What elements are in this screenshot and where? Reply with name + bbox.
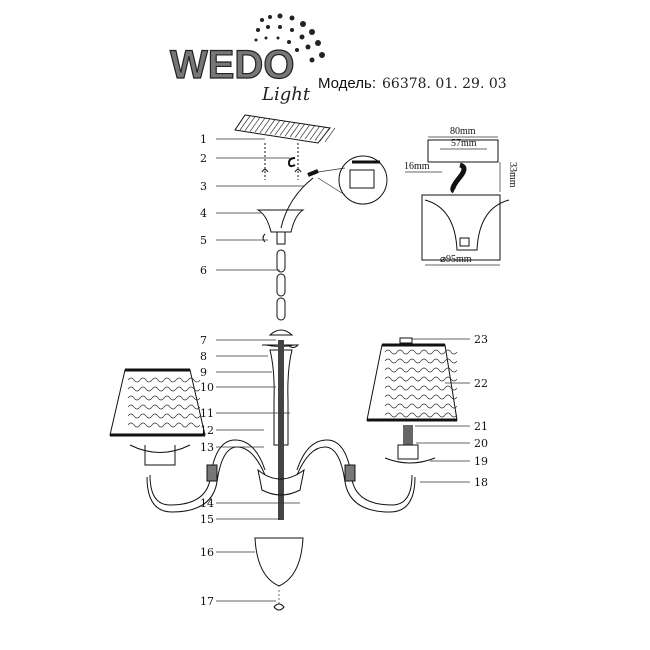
- callout-label: 3: [200, 180, 207, 193]
- left-lampshade: [109, 368, 206, 466]
- callout-label: 22: [474, 377, 488, 390]
- callout-label: 11: [200, 407, 214, 420]
- callout-label: 21: [474, 420, 488, 433]
- model-number: 66378. 01. 29. 03: [382, 76, 507, 92]
- callout-label: 15: [200, 513, 214, 526]
- callout-label: 23: [474, 333, 488, 346]
- canopy: [256, 209, 305, 233]
- callout-label: 10: [200, 381, 214, 394]
- logo-subtext: Light: [261, 84, 311, 105]
- callout-label: 20: [474, 437, 488, 450]
- model-label: Модель:: [318, 75, 376, 92]
- dim-80mm: 80mm: [450, 126, 476, 137]
- right-lampshade: [366, 337, 458, 464]
- bottom-finial: [254, 537, 304, 587]
- chain: [276, 249, 286, 321]
- dim-33mm: 33mm: [507, 162, 518, 188]
- callout-label: 16: [200, 546, 214, 559]
- ceiling-plate: [234, 114, 336, 144]
- callout-label: 19: [474, 455, 488, 468]
- callout-label: 12: [200, 424, 214, 437]
- callout-label: 6: [200, 264, 207, 277]
- wedo-light-logo: WEDO Light: [169, 13, 325, 105]
- dim-95mm: ⌀95mm: [440, 254, 472, 265]
- mounting-screws: [261, 143, 302, 180]
- callout-label: 8: [200, 350, 207, 363]
- dim-16mm: 16mm: [404, 161, 430, 172]
- mounting-bracket-dimensions: 80mm 57mm 16mm 33mm ⌀95mm: [404, 126, 518, 266]
- callout-label: 4: [200, 207, 207, 220]
- callout-label: 17: [200, 595, 214, 608]
- dim-57mm: 57mm: [451, 138, 477, 149]
- callout-label: 14: [200, 497, 214, 510]
- wire-detail: [317, 155, 388, 205]
- callout-label: 2: [200, 152, 207, 165]
- callout-label: 7: [200, 334, 207, 347]
- callout-label: 1: [200, 133, 207, 146]
- logo-text: WEDO: [170, 43, 294, 87]
- callout-label: 9: [200, 366, 207, 379]
- callout-label: 5: [200, 234, 207, 247]
- callouts-right: 23 22 21 20 19 18: [412, 333, 488, 489]
- callout-label: 18: [474, 476, 488, 489]
- callout-label: 13: [200, 441, 214, 454]
